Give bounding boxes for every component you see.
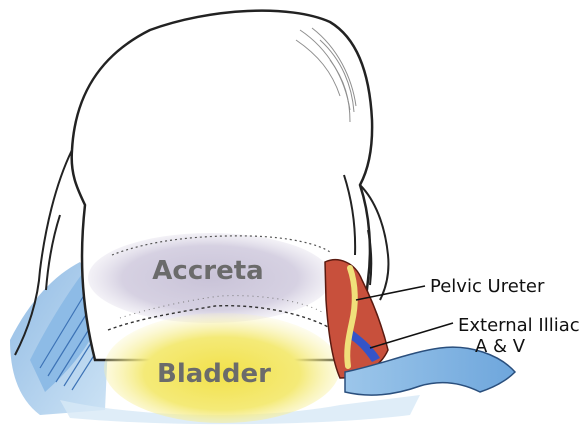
iliac-vessels bbox=[325, 260, 388, 378]
accreta-label: Accreta bbox=[152, 256, 263, 286]
external-iliac-av-label: A & V bbox=[475, 336, 526, 357]
external-iliac-label: External Illiac bbox=[458, 315, 580, 336]
pelvic-ureter-label: Pelvic Ureter bbox=[430, 276, 545, 297]
bladder-label: Bladder bbox=[157, 359, 271, 389]
